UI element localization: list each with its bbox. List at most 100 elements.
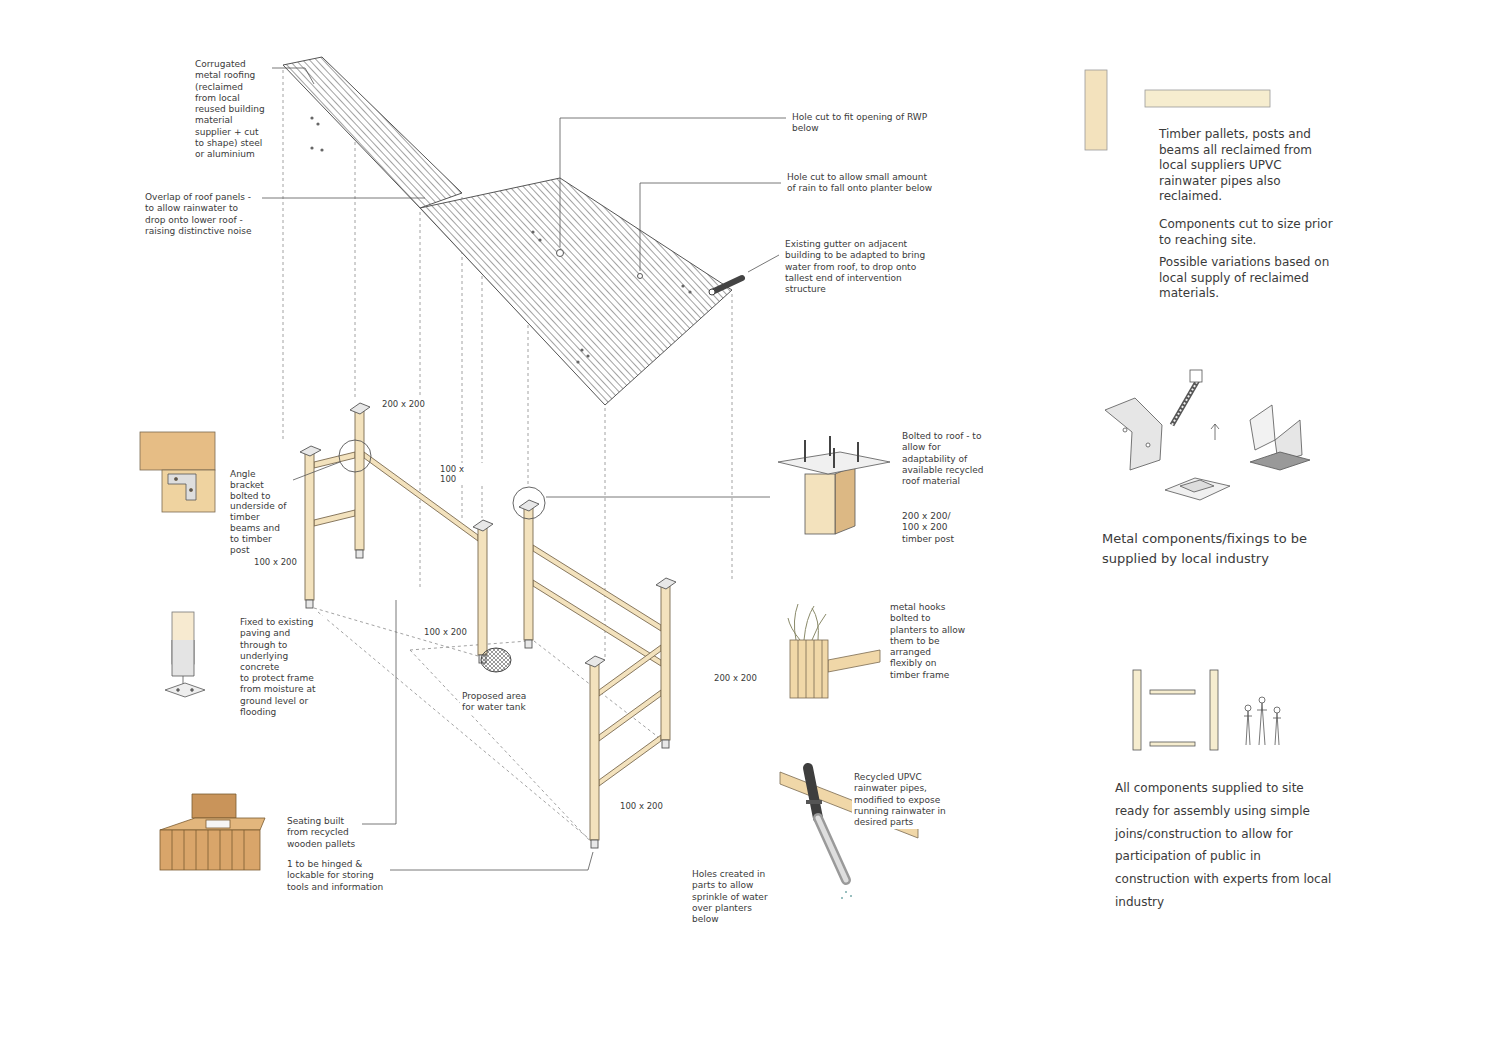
timber-frame <box>524 507 533 640</box>
post-base-detail <box>191 689 194 692</box>
annotation: Corrugated metal roofing (reclaimed from… <box>193 58 268 161</box>
timber-frame <box>599 690 661 741</box>
leader-lines <box>560 118 786 247</box>
planter-detail <box>788 604 880 698</box>
timber-frame <box>662 740 669 748</box>
metal-fixing-icons <box>1250 405 1275 450</box>
annotation: 100 x 200 <box>618 800 668 812</box>
planter-detail <box>828 650 880 672</box>
annotation: Hole cut to fit opening of RWP below <box>790 111 940 136</box>
assembly-icon <box>1133 670 1141 750</box>
assembly-icon <box>1245 705 1251 711</box>
planter-detail <box>804 606 814 640</box>
assembly-icon <box>1273 713 1281 745</box>
rainwater-pipe-detail <box>818 818 846 880</box>
seating-box <box>206 820 230 828</box>
roof-bolt-detail <box>833 448 835 468</box>
rainwater-pipe-detail <box>818 818 846 880</box>
metal-fixing-icons <box>1172 380 1198 425</box>
angle-bracket-detail <box>140 432 215 470</box>
rainwater-pipe-detail <box>806 800 822 804</box>
seating-box <box>160 830 260 870</box>
angle-bracket-detail <box>140 432 215 512</box>
seating-box <box>196 830 197 870</box>
timber-frame <box>356 550 363 558</box>
timber-frame <box>314 510 355 526</box>
leader-lines <box>272 68 314 84</box>
planter-detail <box>798 640 799 698</box>
post-base-detail <box>172 640 194 676</box>
corrugated-roof <box>681 284 684 287</box>
seating-box <box>208 830 209 870</box>
timber-frame <box>306 600 313 608</box>
assembly-icon <box>1274 707 1280 713</box>
detail-circles <box>339 440 371 472</box>
timber-icons <box>1145 90 1270 107</box>
leader-lines <box>390 852 593 870</box>
projection-lines <box>528 325 529 485</box>
corrugated-roof <box>538 238 541 241</box>
assembly-icon <box>1244 711 1252 745</box>
assembly-icon <box>1150 690 1195 694</box>
timber-frame <box>590 663 599 840</box>
timber-frame <box>300 403 676 848</box>
timber-frame <box>519 500 539 511</box>
timber-frame <box>533 545 661 631</box>
corrugated-roof <box>576 360 579 363</box>
timber-frame <box>355 410 364 550</box>
corrugated-roof <box>283 57 732 405</box>
leader-lines <box>362 600 396 824</box>
roof-bolt-detail <box>778 436 890 534</box>
timber-icons <box>1085 70 1107 150</box>
assembly-icon <box>1257 703 1267 745</box>
timber-frame <box>300 403 676 848</box>
planter-detail <box>814 640 815 698</box>
roof-bolt-detail <box>835 466 855 534</box>
timber-frame <box>300 446 321 456</box>
projection-lines <box>283 70 284 440</box>
seating-box <box>244 830 245 870</box>
roof-bolt-detail <box>805 474 835 534</box>
post-base-detail <box>165 612 205 697</box>
leader-lines <box>640 183 781 271</box>
timber-frame <box>585 656 605 667</box>
timber-frame <box>478 527 487 655</box>
annotation: Possible variations based on local suppl… <box>1157 254 1337 303</box>
angle-bracket-detail <box>174 477 177 480</box>
annotation: 200 x 200/ 100 x 200 timber post <box>900 510 970 546</box>
gutter-pipe <box>712 278 742 292</box>
angle-bracket-detail <box>162 470 215 512</box>
planter-detail <box>788 618 800 640</box>
corrugated-roof <box>310 116 313 119</box>
planter-detail <box>812 614 826 640</box>
annotation: 200 x 200 <box>380 398 428 410</box>
corrugated-roof <box>586 354 589 357</box>
timber-frame <box>350 403 370 414</box>
assembly-icon <box>1210 670 1218 750</box>
rainwater-pipe-detail <box>808 768 818 818</box>
corrugated-roof <box>531 230 534 233</box>
planter-detail <box>806 640 807 698</box>
corrugated-roof <box>580 348 583 351</box>
annotation: 100 x 200 <box>252 556 300 568</box>
seating-box <box>184 830 185 870</box>
post-base-detail <box>165 683 205 697</box>
roof-bolt-detail <box>829 436 831 456</box>
leader-lines <box>546 497 770 498</box>
annotation: Overlap of roof panels - to allow rainwa… <box>143 191 258 238</box>
corrugated-roof <box>557 250 564 257</box>
metal-fixing-icons <box>1123 428 1127 432</box>
planter-detail <box>822 640 823 698</box>
corrugated-roof <box>638 274 643 279</box>
projection-lines <box>283 70 732 843</box>
seating-box <box>220 830 221 870</box>
leader-lines <box>748 255 779 272</box>
annotation: 200 x 200 <box>712 672 762 684</box>
planter-detail <box>790 640 828 698</box>
timber-frame <box>525 640 532 648</box>
seating-box <box>232 830 233 870</box>
annotation: 1 to be hinged & lockable for storing to… <box>285 858 387 894</box>
metal-fixing-icons <box>1180 480 1214 492</box>
water-tank <box>481 648 511 672</box>
timber-frame <box>656 578 676 589</box>
